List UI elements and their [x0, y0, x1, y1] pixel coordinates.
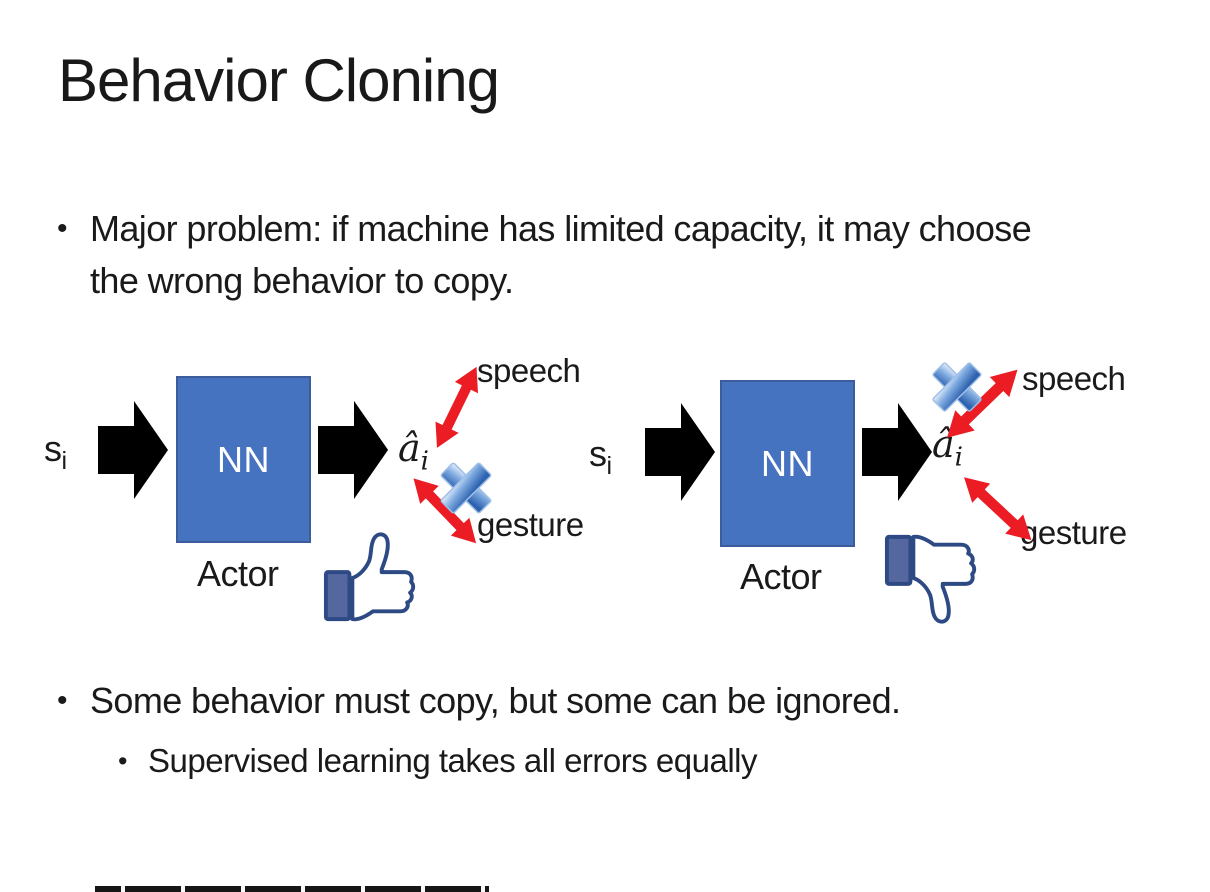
bullet-major-text: Major problem: if machine has limited ca…	[90, 208, 1032, 301]
right-cross-out-icon	[926, 356, 988, 423]
page-title: Behavior Cloning	[58, 47, 500, 114]
bullet-some-text: Some behavior must copy, but some can be…	[90, 680, 901, 721]
right-gesture-arrow-icon	[948, 464, 1043, 557]
bullet-supervised: • Supervised learning takes all errors e…	[118, 738, 758, 784]
bullet-major-problem: • Major problem: if machine has limited …	[57, 203, 1087, 307]
left-nn-box: NN	[176, 376, 311, 543]
bullet-glyph: •	[118, 746, 127, 776]
left-cross-out-icon	[434, 456, 498, 525]
left-action-label: âi	[398, 426, 429, 477]
right-nn-label: NN	[761, 442, 814, 484]
right-output-arrow-icon	[862, 402, 932, 507]
left-nn-label: NN	[217, 438, 270, 480]
right-speech-label: speech	[1022, 360, 1126, 397]
right-speech-arrow-icon	[934, 357, 1033, 455]
right-nn-box: NN	[720, 380, 855, 547]
thumbs-up-icon	[322, 529, 416, 632]
left-actor-label: Actor	[197, 553, 279, 594]
left-speech-arrow-icon	[421, 359, 496, 459]
right-gesture-label: gesture	[1020, 514, 1127, 551]
left-state-label: si	[44, 428, 67, 476]
left-gesture-arrow-icon	[397, 466, 489, 559]
bullet-glyph: •	[57, 212, 68, 245]
clipped-text-fragment	[95, 886, 489, 892]
left-input-arrow-icon	[98, 400, 168, 505]
bullet-supervised-text: Supervised learning takes all errors equ…	[148, 742, 758, 779]
left-gesture-label: gesture	[477, 506, 584, 543]
left-speech-label: speech	[477, 352, 581, 389]
right-actor-label: Actor	[740, 556, 822, 597]
right-input-arrow-icon	[645, 402, 715, 507]
right-state-label: si	[589, 433, 612, 481]
bullet-glyph: •	[57, 684, 68, 717]
left-output-arrow-icon	[318, 400, 388, 505]
bullet-some-behavior: • Some behavior must copy, but some can …	[57, 676, 901, 726]
thumbs-down-icon	[883, 528, 977, 633]
